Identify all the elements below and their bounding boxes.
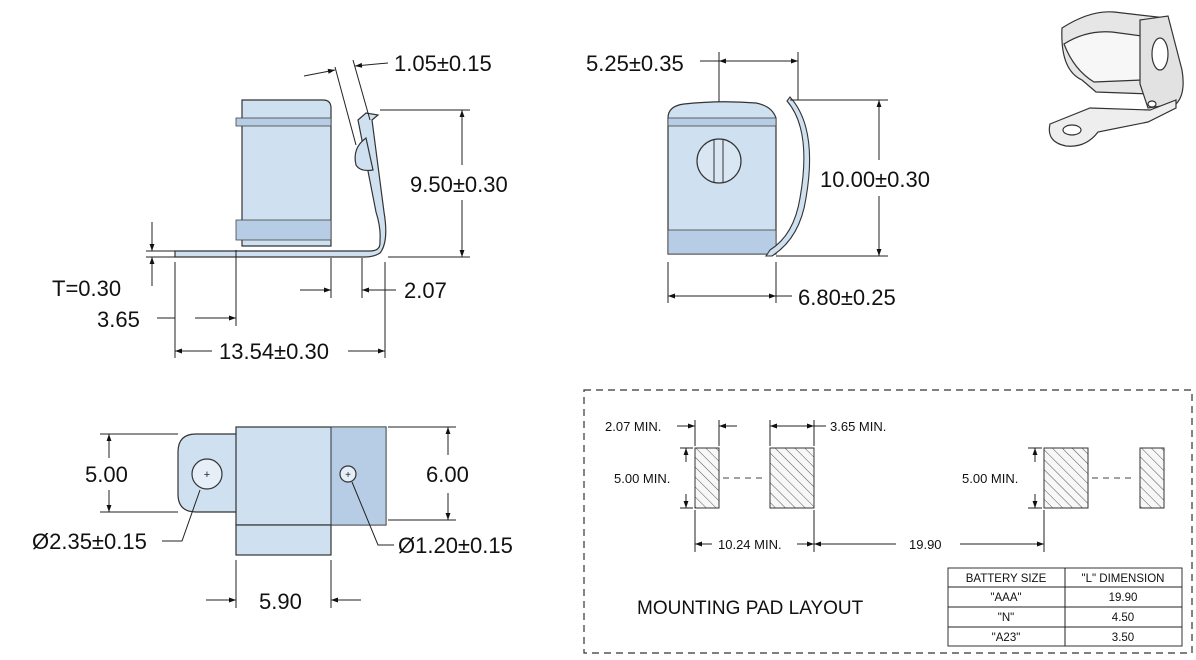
pad-2 [769,447,815,509]
pad-4 [1139,447,1165,509]
depth-label: 6.80±0.25 [798,285,896,310]
pad-height-label-left: 5.00 MIN. [614,471,670,486]
pad-height-label-right: 5.00 MIN. [962,471,1018,486]
large-hole-label: Ø2.35±0.15 [32,529,147,554]
l-dim-label: 19.90 [909,537,942,552]
spring-arm-front [764,96,811,257]
left-height-label: 5.00 [85,462,128,487]
height-label-front: 10.00±0.30 [820,167,930,192]
table-cell: "N" [998,612,1014,624]
width-label-top: 5.90 [259,589,302,614]
clip-body-side [241,99,332,247]
table-header-l: "L" DIMENSION [1082,573,1165,585]
mounting-pad-layout: 2.07 MIN. 3.65 MIN. 5.00 MIN. 5.00 MIN. … [583,389,1193,654]
clip-lower-top [235,524,332,556]
front-view: 5.25±0.35 10.00±0.30 6.80±0.25 [586,51,930,310]
pitch-label: 10.24 MIN. [718,537,782,552]
pad-1 [694,447,720,509]
small-hole [339,465,357,483]
table-cell: 19.90 [1109,592,1138,604]
contact-bump [354,136,374,172]
table-header-size: BATTERY SIZE [966,573,1047,585]
front-band-bottom [667,229,777,255]
table-cell: 4.50 [1112,612,1134,624]
svg-text:+: + [204,469,210,481]
top-width-label: 5.25±0.35 [586,51,684,76]
table-cell: "AAA" [990,592,1021,604]
large-hole [191,458,223,490]
tab-length-label: 3.65 [97,307,140,332]
table-cell: "A23" [992,632,1021,644]
offset-label: 2.07 [404,278,447,303]
overall-length-label: 13.54±0.30 [219,339,329,364]
side-view: T=0.30 1.05±0.15 9.50±0.30 2.07 3.65 13.… [52,51,508,364]
clip-band-bottom [235,219,332,241]
pad-3 [1043,447,1089,509]
pad-layout-frame [583,389,1193,654]
thickness-label: T=0.30 [52,276,121,301]
tab-angle-label: 1.05±0.15 [394,51,492,76]
height-label-side: 9.50±0.30 [410,172,508,197]
base-tab-side [174,112,387,258]
front-band-top [667,117,777,127]
table-cell: 3.50 [1112,632,1134,644]
clip-band-top [235,117,332,127]
top-view: + + 5.00 6.00 Ø2.35±0.15 Ø1.20±0.15 5.90 [32,426,513,614]
front-hole [696,138,742,184]
top-band-right [330,426,387,526]
right-height-label: 6.00 [426,462,469,487]
isometric-view [1048,11,1184,147]
pad-width-label: 3.65 MIN. [830,419,886,434]
gap-label: 2.07 MIN. [605,419,661,434]
small-hole-label: Ø1.20±0.15 [398,533,513,558]
pad-layout-title: MOUNTING PAD LAYOUT [637,598,864,619]
svg-text:+: + [345,470,351,481]
battery-size-table: BATTERY SIZE "L" DIMENSION "AAA" 19.90 "… [947,567,1183,647]
